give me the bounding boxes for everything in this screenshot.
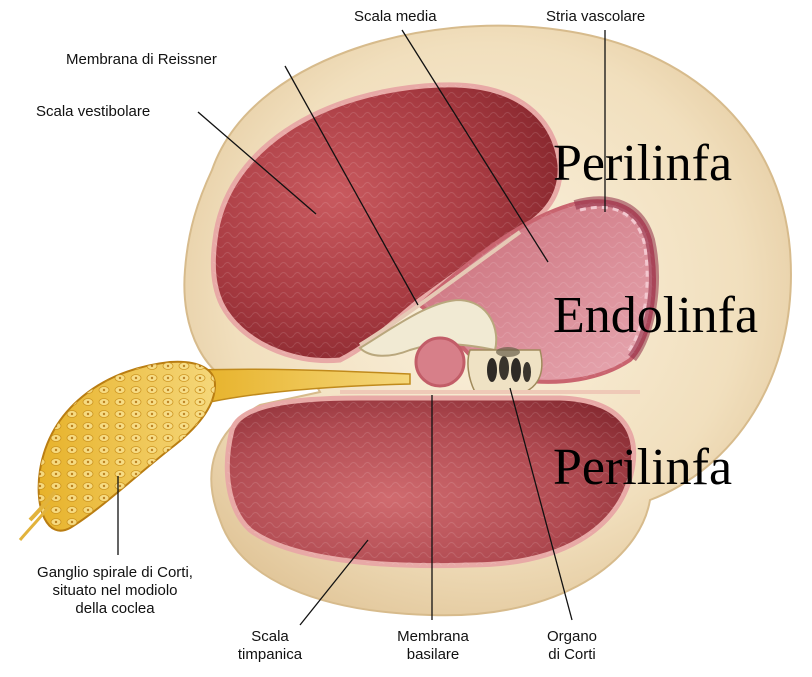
overlay-endolinfa: Endolinfa <box>553 288 758 344</box>
label-ganglio-line1: Ganglio spirale di Corti, <box>10 564 220 582</box>
label-scala-timpanica-line2: timpanica <box>225 646 315 664</box>
label-ganglio-spirale: Ganglio spirale di Corti, situato nel mo… <box>10 564 220 618</box>
label-membrana-basilare-line1: Membrana <box>383 628 483 646</box>
label-organo-corti-line1: Organo <box>532 628 612 646</box>
label-scala-vestibolare: Scala vestibolare <box>36 103 150 121</box>
label-membrana-basilare: Membrana basilare <box>383 628 483 664</box>
organ-of-corti <box>468 347 542 392</box>
label-organo-corti-line2: di Corti <box>532 646 612 664</box>
label-membrana-reissner: Membrana di Reissner <box>66 51 217 69</box>
label-organo-corti: Organo di Corti <box>532 628 612 664</box>
label-ganglio-line2: situato nel modiolo <box>10 582 220 600</box>
label-stria-vascolare: Stria vascolare <box>546 8 645 26</box>
overlay-perilinfa-top: Perilinfa <box>553 136 732 192</box>
inner-sulcus <box>416 338 464 386</box>
label-scala-timpanica-line1: Scala <box>225 628 315 646</box>
label-membrana-basilare-line2: basilare <box>383 646 483 664</box>
overlay-perilinfa-bottom: Perilinfa <box>553 440 732 496</box>
label-scala-media: Scala media <box>354 8 437 26</box>
label-scala-timpanica: Scala timpanica <box>225 628 315 664</box>
label-ganglio-line3: della coclea <box>10 600 220 618</box>
